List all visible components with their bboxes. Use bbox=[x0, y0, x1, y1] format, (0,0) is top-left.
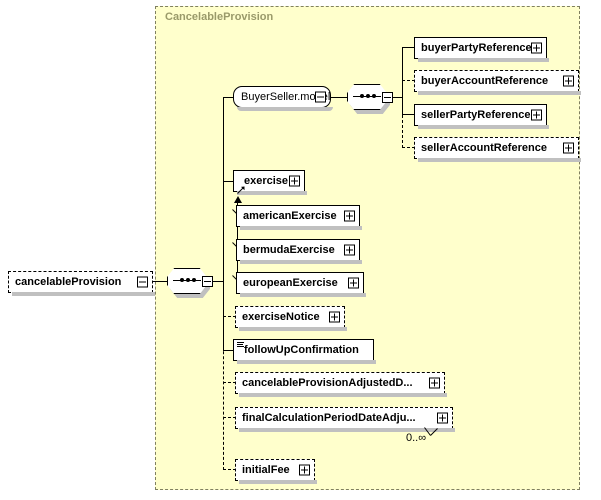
element-americanexercise-label: americanExercise bbox=[243, 209, 337, 222]
trunk-dashed-optional bbox=[223, 316, 224, 470]
element-finalcalculationperioddateadjustment-label: finalCalculationPeriodDateAdju... bbox=[242, 411, 416, 424]
connector-sequence-out bbox=[213, 281, 224, 282]
element-europeanexercise-label: europeanExercise bbox=[243, 276, 338, 289]
connector-model-to-sequence bbox=[331, 97, 348, 98]
expand-icon-initialfee[interactable] bbox=[299, 464, 310, 476]
element-buyeraccountreference[interactable]: buyerAccountReference bbox=[414, 70, 581, 95]
element-buyerpartyreference[interactable]: buyerPartyReference bbox=[414, 37, 549, 62]
model-group-label: BuyerSeller.model bbox=[241, 90, 331, 103]
element-exercise[interactable]: exercise bbox=[233, 170, 307, 195]
expand-icon-exercise[interactable] bbox=[289, 175, 300, 187]
expand-icon-buyerpartyreference[interactable] bbox=[531, 42, 542, 54]
connector-exercise bbox=[223, 181, 235, 182]
connector-finalcalculationperioddateadjustment bbox=[223, 417, 236, 418]
element-selleraccountreference[interactable]: sellerAccountReference bbox=[414, 137, 581, 162]
element-followupconfirmation[interactable]: followUpConfirmation bbox=[233, 339, 376, 364]
sequence-dot-bs-2 bbox=[366, 94, 370, 98]
sequence-compositor-main[interactable] bbox=[167, 268, 213, 298]
sequence-dot-1 bbox=[180, 278, 184, 282]
connector-followupconfirmation bbox=[223, 350, 235, 351]
element-sellerpartyreference-label: sellerPartyReference bbox=[421, 108, 531, 121]
expand-icon-selleraccountreference[interactable] bbox=[563, 142, 574, 154]
root-element-cancelableprovision[interactable]: cancelableProvision bbox=[8, 271, 155, 296]
element-initialfee[interactable]: initialFee bbox=[235, 459, 317, 484]
expand-icon-sellerpartyreference[interactable] bbox=[531, 109, 542, 121]
element-americanexercise[interactable]: americanExercise bbox=[236, 205, 362, 230]
element-sellerpartyreference[interactable]: sellerPartyReference bbox=[414, 104, 549, 129]
sequence-compositor-buyerseller[interactable] bbox=[347, 84, 393, 114]
cardinality-finalcalculationperioddateadjustment: 0..∞ bbox=[406, 432, 427, 444]
element-cancelableprovisionadjusteddates-label: cancelableProvisionAdjustedD... bbox=[242, 376, 413, 389]
element-initialfee-label: initialFee bbox=[242, 463, 290, 476]
connector-buyerseller-sequence-out bbox=[393, 97, 403, 98]
element-exercisenotice-label: exerciseNotice bbox=[242, 310, 320, 323]
element-followupconfirmation-label: followUpConfirmation bbox=[244, 343, 359, 356]
element-finalcalculationperioddateadjustment[interactable]: finalCalculationPeriodDateAdju... bbox=[235, 407, 455, 432]
element-exercise-label: exercise bbox=[244, 174, 289, 187]
model-group-buyerseller[interactable]: BuyerSeller.model bbox=[233, 86, 333, 111]
connector-to-buyerseller-model bbox=[223, 97, 234, 98]
expand-icon-europeanexercise[interactable] bbox=[348, 277, 359, 289]
expand-icon-cancelableprovisionadjusteddates[interactable] bbox=[429, 377, 440, 389]
expand-icon-buyeraccountreference[interactable] bbox=[563, 75, 574, 87]
element-selleraccountreference-label: sellerAccountReference bbox=[421, 141, 547, 154]
element-buyeraccountreference-label: buyerAccountReference bbox=[421, 74, 549, 87]
trunk-solid-upper bbox=[223, 97, 224, 282]
collapse-icon-sequence-buyerseller[interactable] bbox=[382, 92, 393, 103]
expand-icon-exercisenotice[interactable] bbox=[329, 311, 340, 323]
connector-selleraccountreference bbox=[402, 147, 415, 148]
collapse-icon-sequence-main[interactable] bbox=[202, 276, 213, 287]
root-element-label: cancelableProvision bbox=[15, 275, 122, 288]
trunk-refs-solid-upper bbox=[402, 47, 403, 97]
repeat-indicator-icon bbox=[424, 424, 438, 436]
element-exercisenotice[interactable]: exerciseNotice bbox=[235, 306, 347, 331]
connector-cancelableprovisionadjusted bbox=[223, 382, 236, 383]
connector-buyeraccountreference bbox=[402, 80, 415, 81]
element-cancelableprovisionadjusteddates[interactable]: cancelableProvisionAdjustedD... bbox=[235, 372, 447, 397]
element-bermudaexercise-label: bermudaExercise bbox=[243, 243, 335, 256]
collapse-icon-buyerseller-model[interactable] bbox=[315, 91, 326, 103]
element-bermudaexercise[interactable]: bermudaExercise bbox=[236, 239, 362, 264]
sequence-dot-bs-3 bbox=[372, 94, 376, 98]
complextype-title: CancelableProvision bbox=[165, 11, 274, 23]
expand-icon-americanexercise[interactable] bbox=[344, 210, 355, 222]
expand-icon-finalcalculationperioddateadjustment[interactable] bbox=[437, 412, 448, 424]
connector-buyerpartyreference bbox=[402, 47, 415, 48]
element-europeanexercise[interactable]: europeanExercise bbox=[236, 272, 366, 297]
sequence-dot-bs-1 bbox=[360, 94, 364, 98]
collapse-icon-root[interactable] bbox=[137, 276, 148, 288]
connector-initialfee bbox=[223, 469, 236, 470]
sequence-dot-2 bbox=[186, 278, 190, 282]
sequence-dot-3 bbox=[192, 278, 196, 282]
element-buyerpartyreference-label: buyerPartyReference bbox=[421, 41, 532, 54]
connector-root-to-sequence bbox=[153, 281, 170, 282]
substitution-arrowhead-icon bbox=[234, 196, 242, 203]
connector-exercisenotice bbox=[223, 316, 236, 317]
expand-icon-bermudaexercise[interactable] bbox=[344, 244, 355, 256]
connector-sellerpartyreference bbox=[402, 114, 415, 115]
